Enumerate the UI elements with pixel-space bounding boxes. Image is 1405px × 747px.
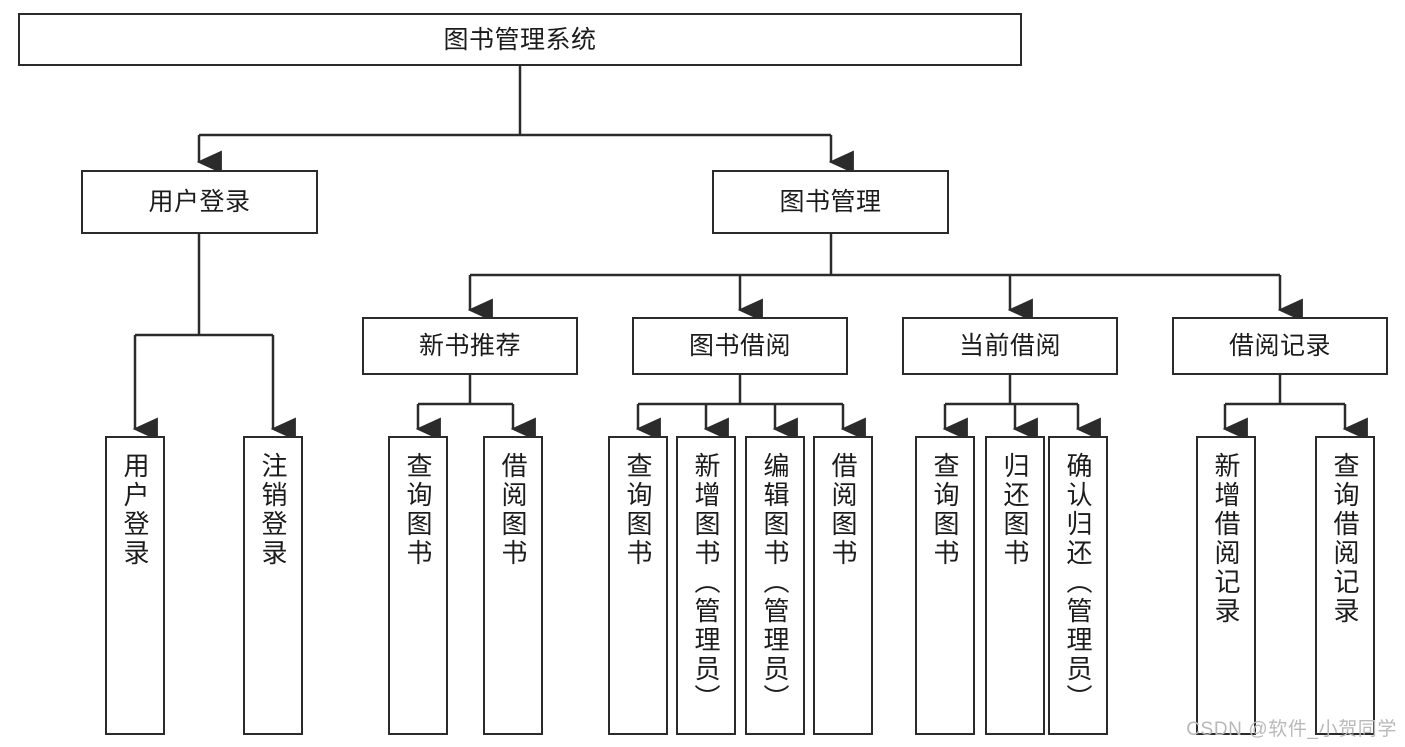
node-label: 查询借阅记录 xyxy=(1330,452,1360,626)
node-leaf-add-borrow-record[interactable]: 新增借阅记录 xyxy=(1196,436,1256,735)
node-leaf-logout[interactable]: 注销登录 xyxy=(243,436,303,735)
node-label: 图书管理系统 xyxy=(443,25,597,54)
node-user-login[interactable]: 用户登录 xyxy=(81,170,318,234)
node-current-borrow[interactable]: 当前借阅 xyxy=(902,317,1118,375)
node-label: 借阅图书 xyxy=(828,452,858,568)
node-label: 新增借阅记录 xyxy=(1211,452,1241,626)
node-label: 查询图书 xyxy=(403,452,433,568)
node-label: 借阅图书 xyxy=(498,452,528,568)
node-leaf-query-book-borrow[interactable]: 查询图书 xyxy=(608,436,668,735)
node-label: 查询图书 xyxy=(623,452,653,568)
node-book-management[interactable]: 图书管理 xyxy=(712,170,949,234)
node-leaf-add-book-admin[interactable]: 新增图书（管理员） xyxy=(676,436,736,735)
node-label: 借阅记录 xyxy=(1228,332,1331,360)
node-borrow-record[interactable]: 借阅记录 xyxy=(1172,317,1388,375)
node-label: 新增图书（管理员） xyxy=(691,452,721,713)
node-label: 编辑图书（管理员） xyxy=(760,452,790,713)
node-book-borrow[interactable]: 图书借阅 xyxy=(632,317,848,375)
node-leaf-borrow-book-recommend[interactable]: 借阅图书 xyxy=(483,436,543,735)
node-label: 归还图书 xyxy=(1000,452,1030,568)
node-leaf-user-login[interactable]: 用户登录 xyxy=(105,436,165,735)
node-label: 图书借阅 xyxy=(688,332,791,360)
node-leaf-query-book-current[interactable]: 查询图书 xyxy=(915,436,975,735)
node-label: 当前借阅 xyxy=(958,332,1061,360)
node-leaf-borrow-book[interactable]: 借阅图书 xyxy=(813,436,873,735)
node-leaf-query-borrow-record[interactable]: 查询借阅记录 xyxy=(1315,436,1375,735)
node-label: 用户登录 xyxy=(120,452,150,568)
node-leaf-query-book-recommend[interactable]: 查询图书 xyxy=(388,436,448,735)
node-label: 图书管理 xyxy=(779,188,882,216)
node-label: 新书推荐 xyxy=(418,332,521,360)
node-label: 注销登录 xyxy=(258,452,288,568)
node-label: 查询图书 xyxy=(930,452,960,568)
node-label: 用户登录 xyxy=(148,188,251,216)
node-new-book-recommend[interactable]: 新书推荐 xyxy=(362,317,578,375)
node-root-book-management-system[interactable]: 图书管理系统 xyxy=(18,13,1022,66)
node-leaf-edit-book-admin[interactable]: 编辑图书（管理员） xyxy=(745,436,805,735)
node-leaf-return-book[interactable]: 归还图书 xyxy=(985,436,1045,735)
node-label: 确认归还（管理员） xyxy=(1063,452,1093,713)
node-leaf-confirm-return-admin[interactable]: 确认归还（管理员） xyxy=(1048,436,1108,735)
